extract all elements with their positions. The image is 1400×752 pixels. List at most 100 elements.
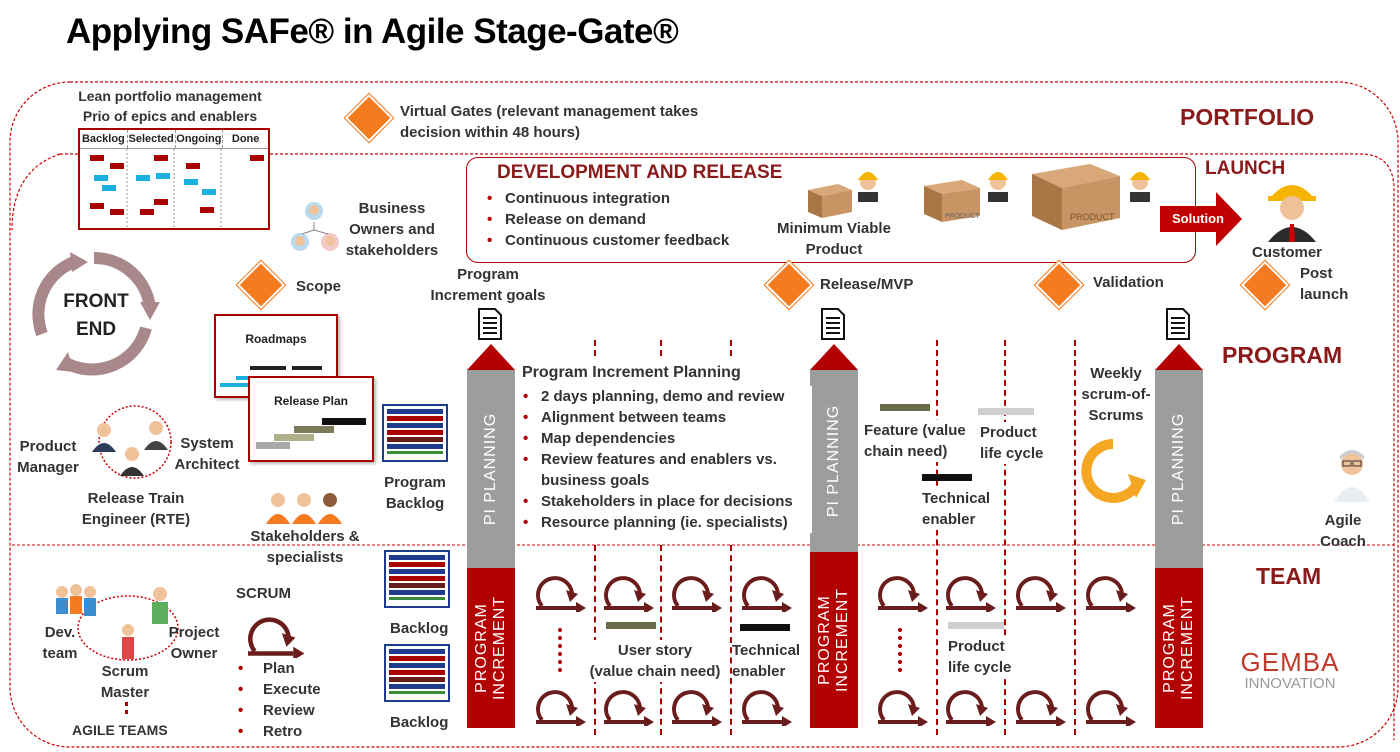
kanban-col: Done xyxy=(231,133,260,145)
document-icon xyxy=(1166,308,1190,340)
list-item: 2 days planning, demo and review xyxy=(522,386,812,407)
daily-scrum-text: DAILY SCRUM xyxy=(1099,448,1138,474)
scrum-cycle-icon xyxy=(242,606,306,658)
ellipsis-dots xyxy=(125,702,128,714)
list-item: Stakeholders in place for decisions xyxy=(522,491,812,512)
feature-bar xyxy=(880,404,930,411)
sprint-cycle-icon xyxy=(532,566,586,612)
agile-team-circle xyxy=(56,584,179,661)
kanban-col: Selected xyxy=(128,130,176,148)
technical-enabler-bar xyxy=(922,474,972,481)
list-item: Review xyxy=(237,700,321,721)
scrum-label: SCRUM xyxy=(236,585,291,602)
kanban-col: Ongoing xyxy=(176,130,224,148)
front-end-cycle-icon xyxy=(32,251,160,376)
sprint-cycle-icon xyxy=(738,680,792,726)
document-icon xyxy=(478,308,502,340)
list-item: Execute xyxy=(237,679,321,700)
sprint-cycle-icon xyxy=(600,566,654,612)
solution-arrow xyxy=(1160,192,1242,246)
sprint-cycle-icon xyxy=(668,566,722,612)
section-portfolio: PORTFOLIO xyxy=(1180,104,1315,130)
product-life-cycle-bar xyxy=(978,408,1034,415)
daily-scrum-icon: DAILY SCRUM xyxy=(1081,439,1146,503)
pi-planning-bar: PI PLANNING xyxy=(825,404,842,518)
ellipsis-dots xyxy=(898,628,902,672)
pi-planning-list: 2 days planning, demo and review Alignme… xyxy=(522,386,812,533)
sprint-cycle-icon xyxy=(874,680,928,726)
solution-label: Solution xyxy=(1172,211,1224,226)
list-item: Map dependencies xyxy=(522,428,812,449)
product-text: PRODUCT xyxy=(945,213,980,220)
stakeholders-label: Stakeholders &specialists xyxy=(250,528,360,566)
team-plc-bar xyxy=(948,622,1004,629)
sprint-cycle-icon xyxy=(1012,566,1066,612)
team-backlog-icon xyxy=(384,644,450,702)
program-backlog-icon xyxy=(382,404,448,462)
list-item: Alignment between teams xyxy=(522,407,812,428)
team-backlog-icon xyxy=(384,550,450,608)
virtual-gates-text: Virtual Gates (relevant management takes… xyxy=(400,103,699,141)
kanban-cards xyxy=(90,149,264,229)
gemba-logo: GEMBA INNOVATION xyxy=(1240,647,1340,692)
section-team: TEAM xyxy=(1256,563,1322,589)
ellipsis-dots xyxy=(558,628,562,672)
agile-teams-label: AGILE TEAMS xyxy=(72,722,168,738)
sprint-cycle-icon xyxy=(532,680,586,726)
product-boxes-illustration: PRODUCT PRODUCT xyxy=(808,164,1150,230)
list-item: Retro xyxy=(237,721,321,742)
backlog-label: Backlog xyxy=(390,620,449,637)
sprint-cycle-icon xyxy=(874,566,928,612)
list-item: Continuous integration xyxy=(486,188,729,209)
list-item: Review features and enablers vs.business… xyxy=(522,449,812,491)
sprint-cycle-icon xyxy=(738,566,792,612)
customer-label: Customer xyxy=(1252,244,1323,261)
leadership-circle xyxy=(92,405,172,479)
customer-icon xyxy=(1268,185,1316,242)
list-item: Plan xyxy=(237,658,321,679)
roadmap-bar xyxy=(220,383,248,387)
list-item: Continuous customer feedback xyxy=(486,230,729,251)
stakeholders-icon xyxy=(266,493,342,524)
gate-scope-label: Scope xyxy=(296,278,342,295)
pi-planning-bar: PI PLANNING xyxy=(482,412,499,526)
sprint-cycle-icon xyxy=(1082,566,1136,612)
team-technical-enabler-bar xyxy=(740,624,790,631)
backlog-label: Backlog xyxy=(390,714,449,731)
gate-release-label: Release/MVP xyxy=(820,276,914,293)
scrum-steps-list: Plan Execute Review Retro xyxy=(237,658,321,742)
section-launch: LAUNCH xyxy=(1205,158,1286,179)
pi-planning-bar: PI PLANNING xyxy=(1170,412,1187,526)
section-program: PROGRAM xyxy=(1222,342,1343,368)
list-item: Release on demand xyxy=(486,209,729,230)
document-icon xyxy=(821,308,845,340)
sprint-cycle-icon xyxy=(1012,680,1066,726)
sprint-cycle-icon xyxy=(1082,680,1136,726)
business-owners-icon xyxy=(291,202,339,251)
list-item: Resource planning (ie. specialists) xyxy=(522,512,812,533)
user-story-label: User story(value chain need) xyxy=(584,640,726,682)
pi-planning-heading: Program Increment Planning xyxy=(522,364,741,381)
